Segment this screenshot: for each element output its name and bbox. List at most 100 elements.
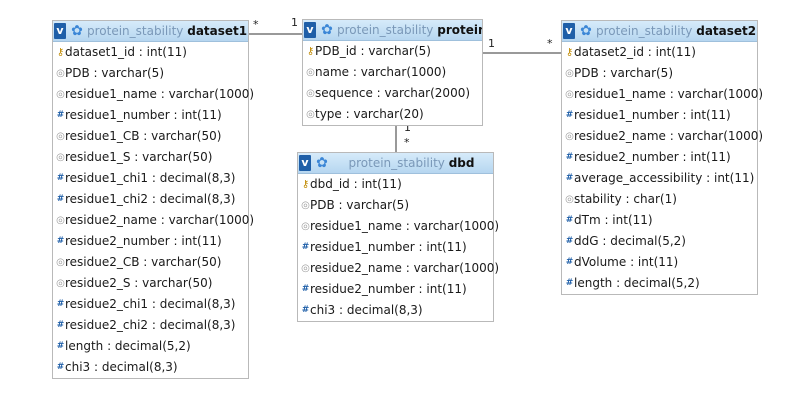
column-row[interactable]: ◎name : varchar(1000) xyxy=(303,62,482,83)
text-column-icon: ◎ xyxy=(565,68,574,79)
column-row[interactable]: #residue1_chi2 : decimal(8,3) xyxy=(53,189,248,210)
table-title: protein_stability dataset2 xyxy=(596,21,756,41)
column-label: stability : char(1) xyxy=(574,192,677,206)
column-row[interactable]: #chi3 : decimal(8,3) xyxy=(298,300,493,321)
toggle-columns-button[interactable]: v xyxy=(54,23,66,39)
column-row[interactable]: ⚷dataset1_id : int(11) xyxy=(53,42,248,63)
column-row[interactable]: ◎PDB : varchar(5) xyxy=(562,63,757,84)
text-column-icon: ◎ xyxy=(56,68,65,79)
numeric-column-icon: # xyxy=(56,194,65,204)
text-column-icon: ◎ xyxy=(565,194,574,205)
column-row[interactable]: ◎residue1_name : varchar(1000) xyxy=(562,84,763,105)
database-name: protein_stability xyxy=(596,24,693,38)
column-row[interactable]: ◎PDB : varchar(5) xyxy=(298,195,493,216)
gear-icon[interactable]: ✿ xyxy=(316,155,328,171)
cardinality-dbd-many: * xyxy=(404,136,410,149)
column-row[interactable]: #residue2_number : int(11) xyxy=(298,279,493,300)
column-row[interactable]: #residue2_number : int(11) xyxy=(53,231,248,252)
column-label: chi3 : decimal(8,3) xyxy=(310,303,423,317)
table-header[interactable]: v✿protein_stability dataset1 xyxy=(53,21,248,42)
numeric-column-icon: # xyxy=(56,341,65,351)
column-label: dbd_id : int(11) xyxy=(310,177,402,191)
column-row[interactable]: #ddG : decimal(5,2) xyxy=(562,231,757,252)
numeric-column-icon: # xyxy=(56,110,65,120)
column-label: residue1_S : varchar(50) xyxy=(65,150,213,164)
column-row[interactable]: ◎PDB : varchar(5) xyxy=(53,63,248,84)
table-header[interactable]: v ✿ protein_stability dbd xyxy=(298,153,493,174)
column-label: PDB_id : varchar(5) xyxy=(315,44,431,58)
toggle-columns-button[interactable]: v xyxy=(299,155,311,171)
gear-icon[interactable]: ✿ xyxy=(71,23,83,39)
toggle-columns-button[interactable]: v xyxy=(304,22,316,38)
gear-icon[interactable]: ✿ xyxy=(580,23,592,39)
text-column-icon: ◎ xyxy=(306,67,315,78)
numeric-column-icon: # xyxy=(56,320,65,330)
table-name: dataset1 xyxy=(187,24,248,38)
column-label: residue2_number : int(11) xyxy=(310,282,467,296)
column-label: name : varchar(1000) xyxy=(315,65,447,79)
key-icon: ⚷ xyxy=(565,47,574,58)
column-label: residue2_number : int(11) xyxy=(574,150,731,164)
numeric-column-icon: # xyxy=(565,173,574,183)
table-proteins[interactable]: v✿protein_stability proteins⚷PDB_id : va… xyxy=(302,19,483,126)
column-row[interactable]: ◎residue2_name : varchar(1000) xyxy=(562,126,763,147)
column-label: PDB : varchar(5) xyxy=(574,66,673,80)
column-label: residue1_number : int(11) xyxy=(65,108,222,122)
column-label: residue1_CB : varchar(50) xyxy=(65,129,222,143)
column-row[interactable]: #residue1_number : int(11) xyxy=(53,105,248,126)
column-row[interactable]: #residue2_chi2 : decimal(8,3) xyxy=(53,315,248,336)
column-row[interactable]: ◎stability : char(1) xyxy=(562,189,757,210)
column-row[interactable]: #length : decimal(5,2) xyxy=(562,273,757,294)
table-dataset1[interactable]: v✿protein_stability dataset1⚷dataset1_id… xyxy=(52,20,254,379)
numeric-column-icon: # xyxy=(56,173,65,183)
column-label: type : varchar(20) xyxy=(315,107,424,121)
cardinality-dataset1-many: * xyxy=(253,18,259,31)
column-label: residue2_CB : varchar(50) xyxy=(65,255,222,269)
column-row[interactable]: #residue1_number : int(11) xyxy=(562,105,757,126)
column-label: residue2_S : varchar(50) xyxy=(65,276,213,290)
column-row[interactable]: ◎residue2_name : varchar(1000) xyxy=(53,210,254,231)
column-row[interactable]: ◎sequence : varchar(2000) xyxy=(303,83,482,104)
column-row[interactable]: ◎residue1_name : varchar(1000) xyxy=(298,216,499,237)
column-row[interactable]: ⚷dbd_id : int(11) xyxy=(298,174,493,195)
column-label: residue1_chi2 : decimal(8,3) xyxy=(65,192,236,206)
column-row[interactable]: #chi3 : decimal(8,3) xyxy=(53,357,248,378)
column-label: dataset1_id : int(11) xyxy=(65,45,187,59)
column-row[interactable]: #residue1_number : int(11) xyxy=(298,237,493,258)
text-column-icon: ◎ xyxy=(306,109,315,120)
column-label: residue1_number : int(11) xyxy=(310,240,467,254)
column-row[interactable]: #dVolume : int(11) xyxy=(562,252,757,273)
column-row[interactable]: ⚷dataset2_id : int(11) xyxy=(562,42,757,63)
column-row[interactable]: ⚷PDB_id : varchar(5) xyxy=(303,41,482,62)
gear-icon[interactable]: ✿ xyxy=(321,22,333,38)
table-dataset2[interactable]: v ✿protein_stability dataset2⚷dataset2_id… xyxy=(561,20,763,295)
database-name: protein_stability xyxy=(348,156,445,170)
column-row[interactable]: ◎residue1_name : varchar(1000) xyxy=(53,84,254,105)
table-dbd[interactable]: v ✿ protein_stability dbd ⚷dbd_id : int(11)… xyxy=(297,152,499,322)
table-name: dbd xyxy=(448,156,475,170)
numeric-column-icon: # xyxy=(565,110,574,120)
column-row[interactable]: #residue2_number : int(11) xyxy=(562,147,757,168)
toggle-columns-button[interactable]: v xyxy=(563,23,575,39)
column-row[interactable]: #length : decimal(5,2) xyxy=(53,336,248,357)
column-row[interactable]: ◎residue2_name : varchar(1000) xyxy=(298,258,499,279)
column-row[interactable]: ◎residue1_CB : varchar(50) xyxy=(53,126,248,147)
table-header[interactable]: v ✿protein_stability dataset2 xyxy=(562,21,757,42)
numeric-column-icon: # xyxy=(565,257,574,267)
text-column-icon: ◎ xyxy=(301,221,310,232)
column-row[interactable]: ◎residue2_CB : varchar(50) xyxy=(53,252,248,273)
text-column-icon: ◎ xyxy=(56,89,65,100)
column-row[interactable]: #dTm : int(11) xyxy=(562,210,757,231)
column-row[interactable]: #average_accessibility : int(11) xyxy=(562,168,757,189)
column-label: average_accessibility : int(11) xyxy=(574,171,755,185)
column-label: dVolume : int(11) xyxy=(574,255,679,269)
column-label: PDB : varchar(5) xyxy=(310,198,409,212)
column-label: ddG : decimal(5,2) xyxy=(574,234,686,248)
column-row[interactable]: #residue1_chi1 : decimal(8,3) xyxy=(53,168,248,189)
column-row[interactable]: ◎residue2_S : varchar(50) xyxy=(53,273,248,294)
column-row[interactable]: ◎type : varchar(20) xyxy=(303,104,482,125)
column-row[interactable]: ◎residue1_S : varchar(50) xyxy=(53,147,248,168)
column-row[interactable]: #residue2_chi1 : decimal(8,3) xyxy=(53,294,248,315)
table-header[interactable]: v✿protein_stability proteins xyxy=(303,20,482,41)
